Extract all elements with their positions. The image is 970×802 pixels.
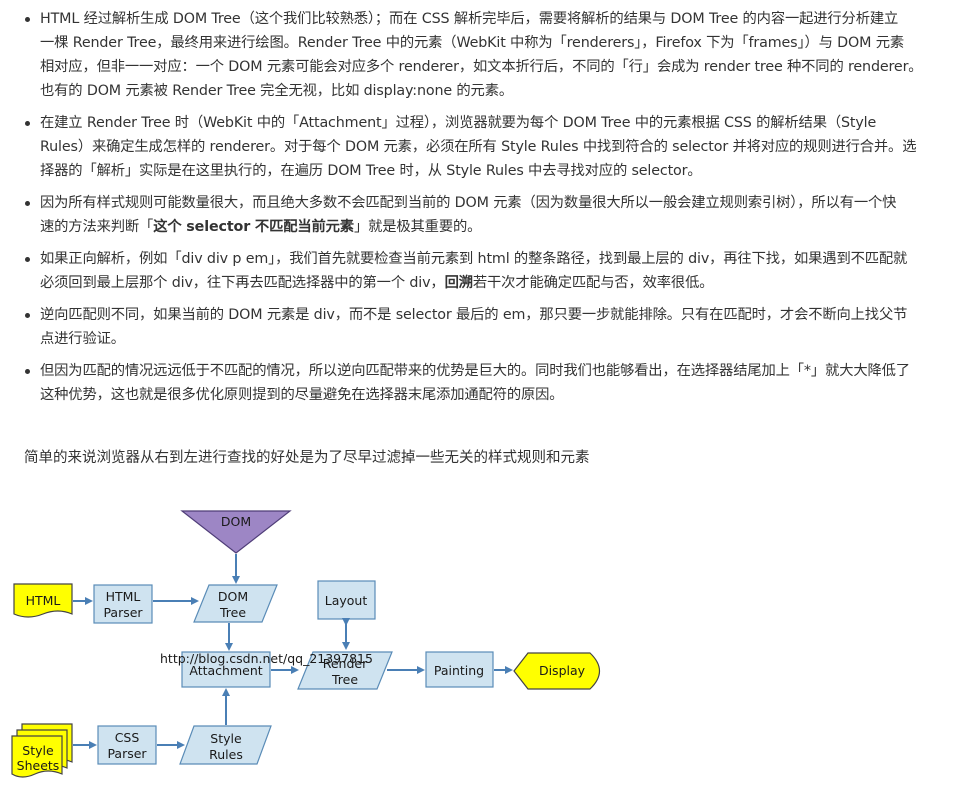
svg-text:Painting: Painting: [434, 663, 484, 678]
bullet-item: HTML 经过解析生成 DOM Tree（这个我们比较熟悉）；而在 CSS 解析…: [25, 7, 964, 103]
text-segment: 必须回到最上层那个 div，往下再去匹配选择器中的第一个 div，: [40, 275, 445, 291]
text-segment: 也有的 DOM 元素被 Render Tree 完全无视，比如 display:…: [40, 83, 513, 99]
flow-arrows: [73, 554, 513, 749]
html-document-node: HTML: [13, 583, 73, 618]
svg-text:Attachment: Attachment: [189, 663, 262, 678]
text-segment: 但因为匹配的情况远远低于不匹配的情况，所以逆向匹配带来的优势是巨大的。同时我们也…: [40, 363, 910, 379]
bullet-line: HTML 经过解析生成 DOM Tree（这个我们比较熟悉）；而在 CSS 解析…: [40, 7, 964, 31]
svg-text:DOM: DOM: [221, 514, 251, 529]
bullet-line: 因为所有样式规则可能数量很大，而且绝大多数不会匹配到当前的 DOM 元素（因为数…: [40, 191, 964, 215]
bullet-line: 但因为匹配的情况远远低于不匹配的情况，所以逆向匹配带来的优势是巨大的。同时我们也…: [40, 359, 964, 383]
render-tree-node: Render Tree: [297, 651, 393, 690]
bullet-line: 速的方法来判断「这个 selector 不匹配当前元素」就是极其重要的。: [40, 215, 964, 239]
svg-text:CSS: CSS: [115, 730, 140, 745]
text-segment: 这种优势，这也就是很多优化原则提到的尽量避免在选择器末尾添加通配符的原因。: [40, 387, 564, 403]
text-segment: 」就是极其重要的。: [353, 219, 482, 235]
text-segment: 逆向匹配则不同，如果当前的 DOM 元素是 div，而不是 selector 最…: [40, 307, 908, 323]
svg-text:Render: Render: [323, 656, 368, 671]
layout-node: Layout: [317, 580, 376, 620]
bullet-line: 这种优势，这也就是很多优化原则提到的尽量避免在选择器末尾添加通配符的原因。: [40, 383, 964, 407]
bullet-item: 逆向匹配则不同，如果当前的 DOM 元素是 div，而不是 selector 最…: [25, 303, 964, 351]
bullet-line: Rules）来确定生成怎样的 renderer。对于每个 DOM 元素，必须在所…: [40, 135, 964, 159]
painting-node: Painting: [425, 651, 494, 688]
text-segment: 在建立 Render Tree 时（WebKit 中的「Attachment」过…: [40, 115, 877, 131]
text-segment: Rules）来确定生成怎样的 renderer。对于每个 DOM 元素，必须在所…: [40, 139, 917, 155]
text-segment: 相对应，但非一一对应：一个 DOM 元素可能会对应多个 renderer，如文本…: [40, 59, 923, 75]
summary-text: 简单的来说浏览器从右到左进行查找的好处是为了尽早过滤掉一些无关的样式规则和元素: [24, 450, 590, 466]
svg-text:Sheets: Sheets: [17, 758, 60, 773]
bullet-line: 必须回到最上层那个 div，往下再去匹配选择器中的第一个 div，回溯若干次才能…: [40, 271, 964, 295]
svg-text:Rules: Rules: [209, 747, 243, 762]
bullet-line: 逆向匹配则不同，如果当前的 DOM 元素是 div，而不是 selector 最…: [40, 303, 964, 327]
bullet-item: 在建立 Render Tree 时（WebKit 中的「Attachment」过…: [25, 111, 964, 183]
bullet-item: 但因为匹配的情况远远低于不匹配的情况，所以逆向匹配带来的优势是巨大的。同时我们也…: [25, 359, 964, 407]
bullet-line: 在建立 Render Tree 时（WebKit 中的「Attachment」过…: [40, 111, 964, 135]
svg-text:Style: Style: [22, 743, 54, 758]
style-rules-node: Style Rules: [179, 725, 272, 765]
svg-text:Parser: Parser: [103, 605, 143, 620]
svg-text:Style: Style: [210, 731, 242, 746]
bullet-line: 也有的 DOM 元素被 Render Tree 完全无视，比如 display:…: [40, 79, 964, 103]
bullet-item: 如果正向解析，例如「div div p em」，我们首先就要检查当前元素到 ht…: [25, 247, 964, 295]
css-parser-node: CSS Parser: [97, 725, 157, 765]
bullet-line: 点进行验证。: [40, 327, 964, 351]
text-segment: 择器的「解析」实际是在这里执行的，在遍历 DOM Tree 时，从 Style …: [40, 163, 702, 179]
dom-source-triangle: DOM: [180, 510, 292, 554]
svg-text:DOM: DOM: [218, 589, 248, 604]
text-segment: 若干次才能确定匹配与否，效率很低。: [472, 275, 714, 291]
attachment-node: Attachment: [181, 651, 271, 688]
html-parser-node: HTML Parser: [93, 584, 153, 624]
text-segment: 速的方法来判断「: [40, 219, 154, 235]
svg-text:HTML: HTML: [106, 589, 141, 604]
watermark-text: http://blog.csdn.net/qq_21397815: [160, 651, 373, 666]
text-segment: 点进行验证。: [40, 331, 125, 347]
bullet-item: 因为所有样式规则可能数量很大，而且绝大多数不会匹配到当前的 DOM 元素（因为数…: [25, 191, 964, 239]
dom-tree-node: DOM Tree: [193, 584, 278, 623]
svg-text:Parser: Parser: [107, 746, 147, 761]
text-segment: HTML 经过解析生成 DOM Tree（这个我们比较熟悉）；而在 CSS 解析…: [40, 11, 899, 27]
bullet-line: 择器的「解析」实际是在这里执行的，在遍历 DOM Tree 时，从 Style …: [40, 159, 964, 183]
text-segment: 因为所有样式规则可能数量很大，而且绝大多数不会匹配到当前的 DOM 元素（因为数…: [40, 195, 897, 211]
bullet-line: 相对应，但非一一对应：一个 DOM 元素可能会对应多个 renderer，如文本…: [40, 55, 964, 79]
svg-text:Display: Display: [539, 663, 586, 678]
display-node: Display: [513, 652, 601, 690]
svg-text:Tree: Tree: [219, 605, 246, 620]
svg-text:Tree: Tree: [331, 672, 358, 687]
bullet-line: 如果正向解析，例如「div div p em」，我们首先就要检查当前元素到 ht…: [40, 247, 964, 271]
render-flow-diagram: DOM HTML HTML Parser DOM Tree Layout Att…: [11, 510, 601, 778]
svg-text:HTML: HTML: [26, 593, 61, 608]
bullet-line: 一棵 Render Tree，最终用来进行绘图。Render Tree 中的元素…: [40, 31, 964, 55]
text-segment: 如果正向解析，例如「div div p em」，我们首先就要检查当前元素到 ht…: [40, 251, 908, 267]
style-sheets-node: Style Sheets: [11, 723, 73, 778]
bold-text: 这个 selector 不匹配当前元素: [153, 219, 354, 235]
bold-text: 回溯: [444, 275, 473, 291]
svg-text:Layout: Layout: [325, 593, 368, 608]
text-segment: 一棵 Render Tree，最终用来进行绘图。Render Tree 中的元素…: [40, 35, 904, 51]
